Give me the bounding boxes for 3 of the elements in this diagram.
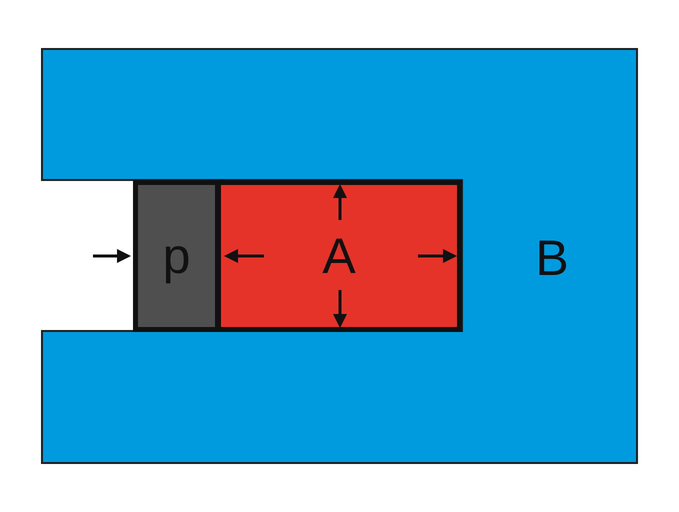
- part-label: A: [322, 231, 356, 281]
- part-label: B: [535, 233, 569, 283]
- part-label: p: [162, 231, 190, 281]
